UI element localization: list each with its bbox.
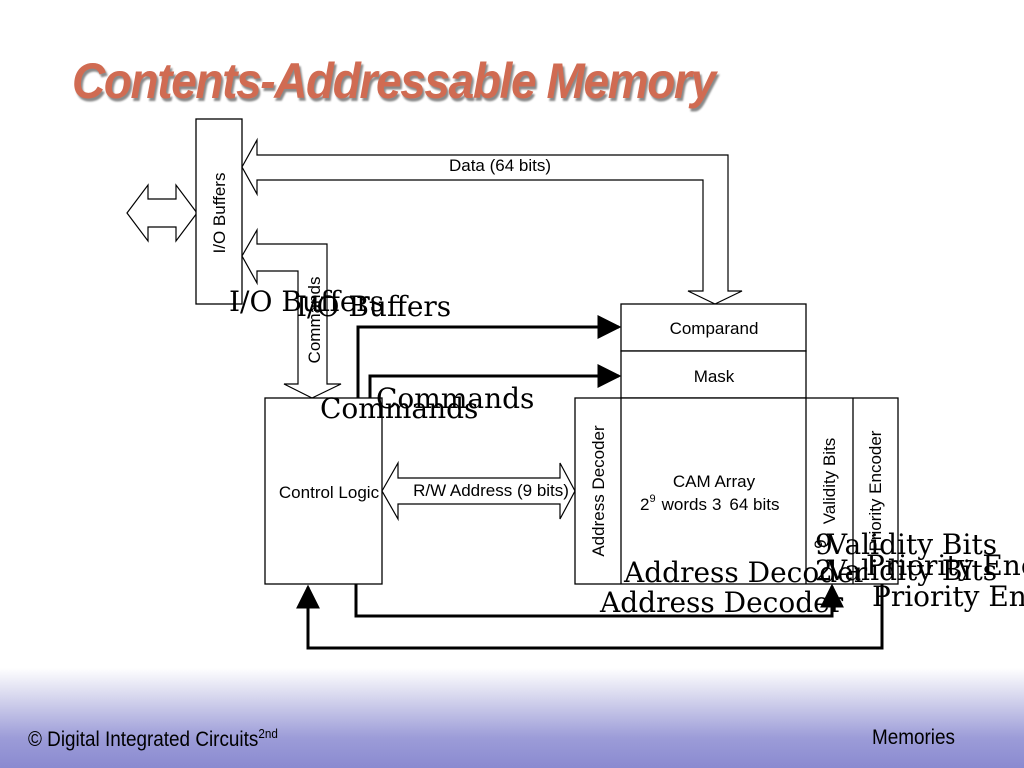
validity-bits-label: Validity Bits [820,438,839,525]
rw-address-label: R/W Address (9 bits) [413,481,569,500]
overlay-address-decoder-1: Address Decoder [623,556,868,589]
overlay-io-buffers-2: I/O Buffers [296,290,451,323]
footer-copyright: © Digital Integrated Circuits2nd [28,726,278,751]
data-bus-label: Data (64 bits) [449,156,551,175]
overlay-validity-2: 2Validity Bits [815,554,997,587]
control-to-priority-line [354,583,844,618]
overlay-io-buffers-1: I/O Buffers [229,285,384,318]
commands-bus-label: Commands [305,277,324,364]
overlay-commands-1: Commands [376,382,534,415]
control-to-mask-line [368,364,622,398]
footer-section: Memories [872,726,955,749]
overlay-priority-1: Priority Enc [866,549,1024,582]
cam-block-outline [574,397,899,585]
overlay-priority-2: Priority Enc [872,580,1024,613]
io-buffers-label: I/O Buffers [210,173,229,254]
comparand-label: Comparand [670,319,759,338]
cam-array-label: CAM Array [673,472,756,491]
address-decoder-label: Address Decoder [589,425,608,557]
control-logic-label: Control Logic [279,483,380,502]
comparand-box [620,303,807,352]
priority-encoder-label: Priority Encoder [866,430,885,551]
control-to-comparand-line [356,315,622,398]
overlay-validity-1: 9Validity Bits [815,528,997,561]
io-buffers-box [195,118,243,305]
priority-to-control-line [296,584,884,650]
footer-bar [0,668,1024,768]
mask-label: Mask [694,367,735,386]
overlay-commands-2: Commands [320,392,478,425]
external-io-arrow [126,183,198,243]
validity-bits-sup: 9 [811,539,830,548]
slide-title: Contents-Addressable Memory [72,53,716,109]
overlay-address-decoder-2: Address Decoder [599,586,844,619]
control-logic-box [264,397,383,585]
